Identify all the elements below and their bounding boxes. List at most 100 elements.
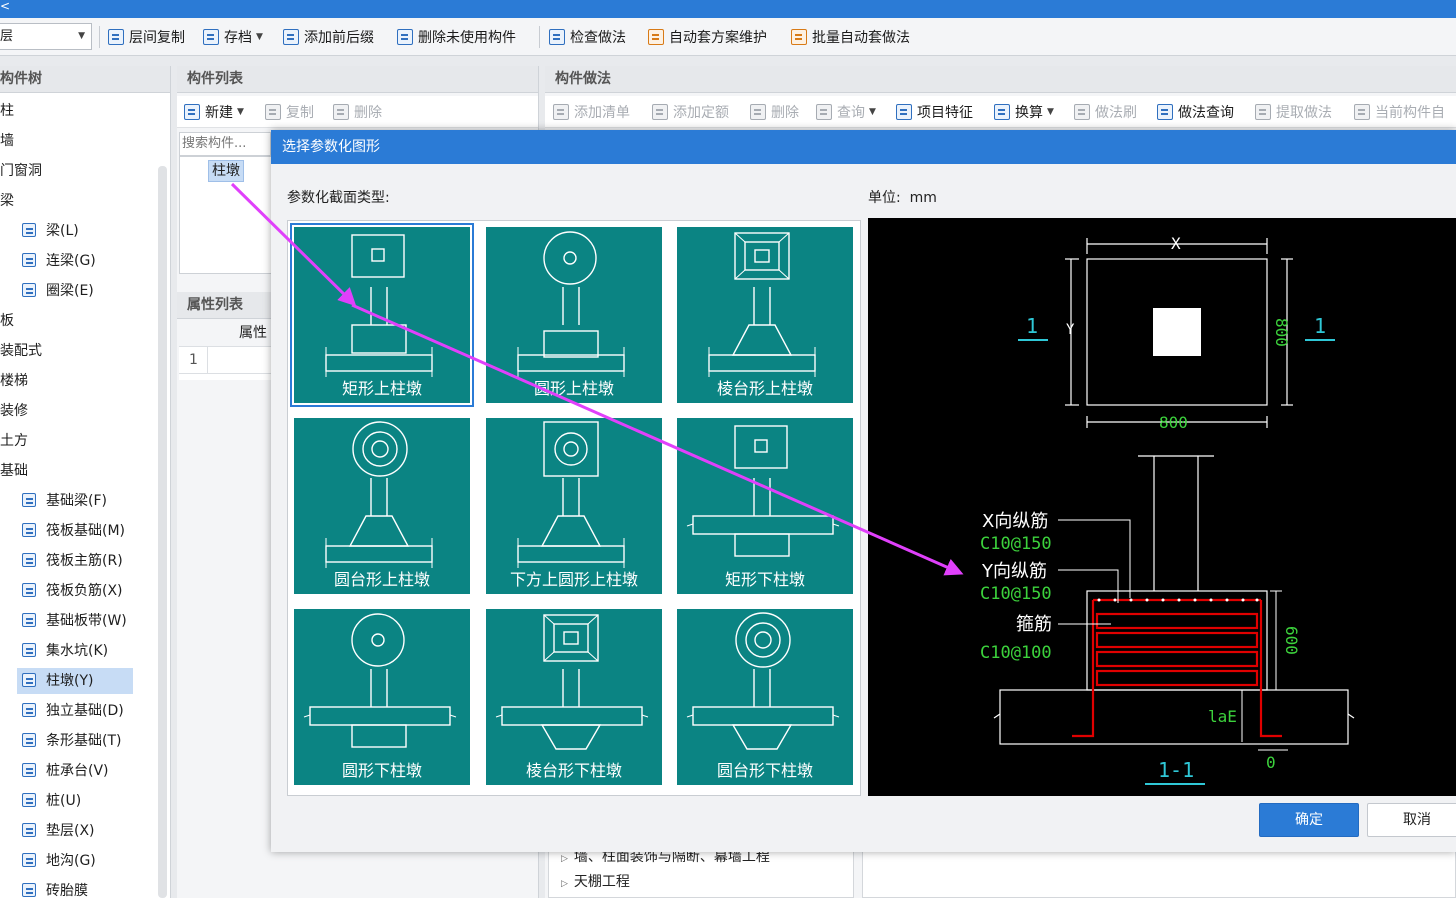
shape-tile[interactable]: 圆形下柱墩 xyxy=(294,609,470,785)
new-icon xyxy=(184,104,200,120)
tree-item[interactable]: 装配式 xyxy=(0,338,42,364)
method-toolbar-button[interactable]: 提取做法 xyxy=(1255,101,1332,123)
batch-auto-icon xyxy=(791,29,807,45)
foundation-strip-icon xyxy=(22,613,36,627)
tree-item[interactable]: 地沟(G) xyxy=(22,848,96,874)
shape-tile[interactable]: 棱台形上柱墩 xyxy=(677,227,853,403)
auto-scheme-button[interactable]: 自动套方案维护 xyxy=(648,26,767,48)
foundation-beam-icon xyxy=(22,493,36,507)
tree-item[interactable]: 基础梁(F) xyxy=(22,488,107,514)
raft-main-rebar-icon xyxy=(22,553,36,567)
tree-item-label: 门窗洞 xyxy=(0,163,42,179)
shape-tile[interactable]: 棱台形下柱墩 xyxy=(486,609,662,785)
tree-item[interactable]: 梁 xyxy=(0,188,14,214)
section-type-label: 参数化截面类型: xyxy=(287,190,390,206)
tree-item[interactable]: 基础板带(W) xyxy=(22,608,127,634)
tree-node[interactable]: ▷天棚工程 xyxy=(561,874,630,890)
tree-item[interactable]: 土方 xyxy=(0,428,28,454)
batch-auto-button[interactable]: 批量自动套做法 xyxy=(791,26,910,48)
method-toolbar-button[interactable]: 做法查询 xyxy=(1157,101,1234,123)
plan-height-label: 800 xyxy=(1272,318,1291,347)
tree-item[interactable]: 门窗洞 xyxy=(0,158,42,184)
method-toolbar-button[interactable]: 添加定额 xyxy=(652,101,729,123)
confirm-button[interactable]: 确定 xyxy=(1259,803,1359,837)
chevron-down-icon: ▼ xyxy=(78,31,85,41)
rebar-dots xyxy=(1097,598,1259,602)
delete-icon xyxy=(333,104,349,120)
main-toolbar: 层 ▼ 层间复制 存档▼ 添加前后缀 删除未使用构件 检查做法 自动套方案维护 … xyxy=(0,18,1456,56)
pile-icon xyxy=(22,793,36,807)
tree-node[interactable]: ▷墙、柱面装饰与隔断、幕墙工程 xyxy=(561,849,770,865)
shape-tile[interactable]: 圆台形上柱墩 xyxy=(294,418,470,594)
tree-item-label: 筏板基础(M) xyxy=(46,523,126,539)
floor-select[interactable]: 层 ▼ xyxy=(0,23,92,50)
tree-item[interactable]: 梁(L) xyxy=(22,218,79,244)
cancel-button[interactable]: 取消 xyxy=(1367,803,1456,837)
method-toolbar-button[interactable]: 换算▼ xyxy=(994,101,1054,123)
add-prefix-button[interactable]: 添加前后缀 xyxy=(283,26,374,48)
tree-item[interactable]: 柱 xyxy=(0,98,14,124)
shape-tile[interactable]: 矩形上柱墩 xyxy=(290,223,474,407)
archive-button[interactable]: 存档▼ xyxy=(203,26,263,48)
tree-item[interactable]: 柱墩(Y) xyxy=(17,668,133,694)
tree-item[interactable]: 墙 xyxy=(0,128,14,154)
copy-floor-button[interactable]: 层间复制 xyxy=(108,26,185,48)
tree-item[interactable]: 垫层(X) xyxy=(22,818,95,844)
tree-item[interactable]: 筏板主筋(R) xyxy=(22,548,123,574)
check-method-icon xyxy=(549,29,565,45)
tree-item[interactable]: 筏板负筋(X) xyxy=(22,578,123,604)
tree-item-label: 集水坑(K) xyxy=(46,643,109,659)
shape-thumbnail xyxy=(686,612,840,750)
method-toolbar-button[interactable]: 查询▼ xyxy=(816,101,876,123)
method-toolbar-button[interactable]: 当前构件自 xyxy=(1354,101,1445,123)
component-item[interactable]: 柱墩 xyxy=(208,160,244,182)
tree-item-label: 楼梯 xyxy=(0,373,28,389)
component-list-toolbar: 新建▼ 复制 删除 xyxy=(177,96,538,128)
check-method-button[interactable]: 检查做法 xyxy=(549,26,626,48)
method-toolbar-button[interactable]: 做法刷 xyxy=(1074,101,1137,123)
shape-tile[interactable]: 矩形下柱墩 xyxy=(677,418,853,594)
tree-item-label: 地沟(G) xyxy=(46,853,96,869)
shape-tile[interactable]: 圆形上柱墩 xyxy=(486,227,662,403)
delete-unused-icon xyxy=(397,29,413,45)
tree-item[interactable]: 楼梯 xyxy=(0,368,28,394)
tree-item[interactable]: 独立基础(D) xyxy=(22,698,124,724)
tree-item[interactable]: 集水坑(K) xyxy=(22,638,108,664)
tree-item[interactable]: 板 xyxy=(0,308,14,334)
tree-item[interactable]: 桩(U) xyxy=(22,788,81,814)
tree-item[interactable]: 基础 xyxy=(0,458,28,484)
tree-item[interactable]: 圈梁(E) xyxy=(22,278,94,304)
shape-tile-label: 棱台形上柱墩 xyxy=(716,379,813,398)
column-section xyxy=(1153,308,1201,356)
method-toolbar-button[interactable]: 项目特征 xyxy=(896,101,973,123)
tree-item[interactable]: 条形基础(T) xyxy=(22,728,121,754)
shape-tile[interactable]: 下方上圆形上柱墩 xyxy=(486,418,662,594)
stirrup-value: C10@100 xyxy=(980,643,1052,663)
tree-scrollbar[interactable] xyxy=(158,166,167,898)
y-rebar-value: C10@150 xyxy=(980,584,1052,604)
chevron-down-icon: ▼ xyxy=(1047,107,1054,117)
shape-tile[interactable]: 圆台形下柱墩 xyxy=(677,609,853,785)
rebar-cage xyxy=(1072,598,1282,738)
title-bar: < xyxy=(0,0,1456,18)
height-label: 600 xyxy=(1282,626,1301,655)
back-icon[interactable]: < xyxy=(0,0,11,13)
tree-item[interactable]: 装修 xyxy=(0,398,28,424)
component-search-input[interactable]: 搜索构件... xyxy=(179,132,271,156)
shape-preview: X Y 800 800 1 1 xyxy=(868,218,1456,796)
tree-item[interactable]: 桩承台(V) xyxy=(22,758,109,784)
floor-select-value: 层 xyxy=(0,29,14,44)
tree-item[interactable]: 砖胎膜 xyxy=(22,878,88,898)
delete-button[interactable]: 删除 xyxy=(333,101,382,123)
tree-item-label: 梁 xyxy=(0,193,14,209)
tree-item[interactable]: 连梁(G) xyxy=(22,248,96,274)
tree-item-label: 基础 xyxy=(0,463,28,479)
new-button[interactable]: 新建▼ xyxy=(184,101,244,123)
method-toolbar-button[interactable]: 删除 xyxy=(750,101,799,123)
method-toolbar-button[interactable]: 添加清单 xyxy=(553,101,630,123)
column-pier-icon xyxy=(22,673,36,687)
plan-y-label: Y xyxy=(1066,322,1075,338)
delete-unused-button[interactable]: 删除未使用构件 xyxy=(397,26,516,48)
tree-item[interactable]: 筏板基础(M) xyxy=(22,518,125,544)
copy-button[interactable]: 复制 xyxy=(265,101,314,123)
